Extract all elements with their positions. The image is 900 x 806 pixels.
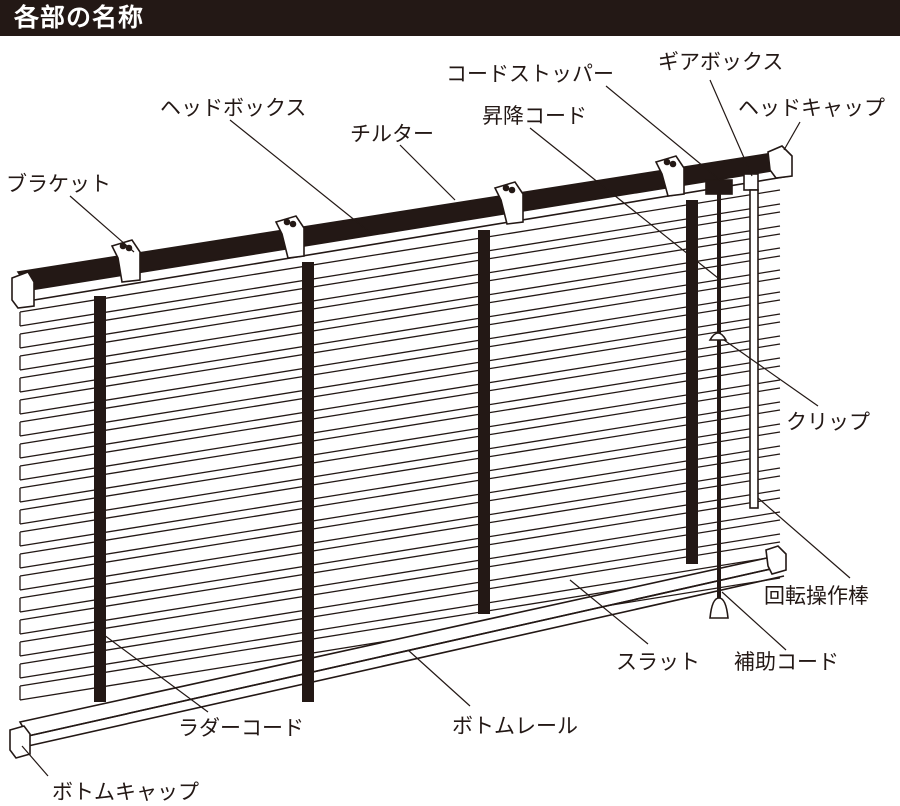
- cord-tassel: [709, 597, 729, 619]
- label-lift-cord: 昇降コード: [482, 104, 587, 128]
- slats: [19, 189, 781, 701]
- section-header: 各部の名称: [0, 0, 900, 36]
- label-bracket: ブラケット: [6, 172, 111, 196]
- tilt-wand: [749, 189, 759, 509]
- label-ladder-cord: ラダーコード: [178, 716, 304, 740]
- label-tilt-wand: 回転操作棒: [764, 584, 869, 608]
- label-clip: クリップ: [786, 410, 870, 434]
- label-gear-box: ギアボックス: [658, 50, 784, 74]
- label-bottom-cap: ボトムキャップ: [52, 780, 199, 804]
- label-head-box: ヘッドボックス: [160, 96, 307, 120]
- head-cap-right: [767, 145, 793, 179]
- label-head-cap: ヘッドキャップ: [738, 96, 885, 120]
- label-aux-cord: 補助コード: [734, 650, 839, 674]
- bottom-cap: [9, 725, 31, 759]
- label-bottom-rail: ボトムレール: [452, 714, 578, 738]
- section-title: 各部の名称: [14, 3, 145, 32]
- clip: [708, 332, 728, 341]
- head-cap-left: [11, 271, 35, 309]
- label-cord-stopper: コードストッパー: [446, 62, 614, 86]
- ladder-cords: [94, 200, 698, 702]
- label-slat: スラット: [616, 650, 700, 674]
- label-tilter: チルター: [350, 122, 434, 146]
